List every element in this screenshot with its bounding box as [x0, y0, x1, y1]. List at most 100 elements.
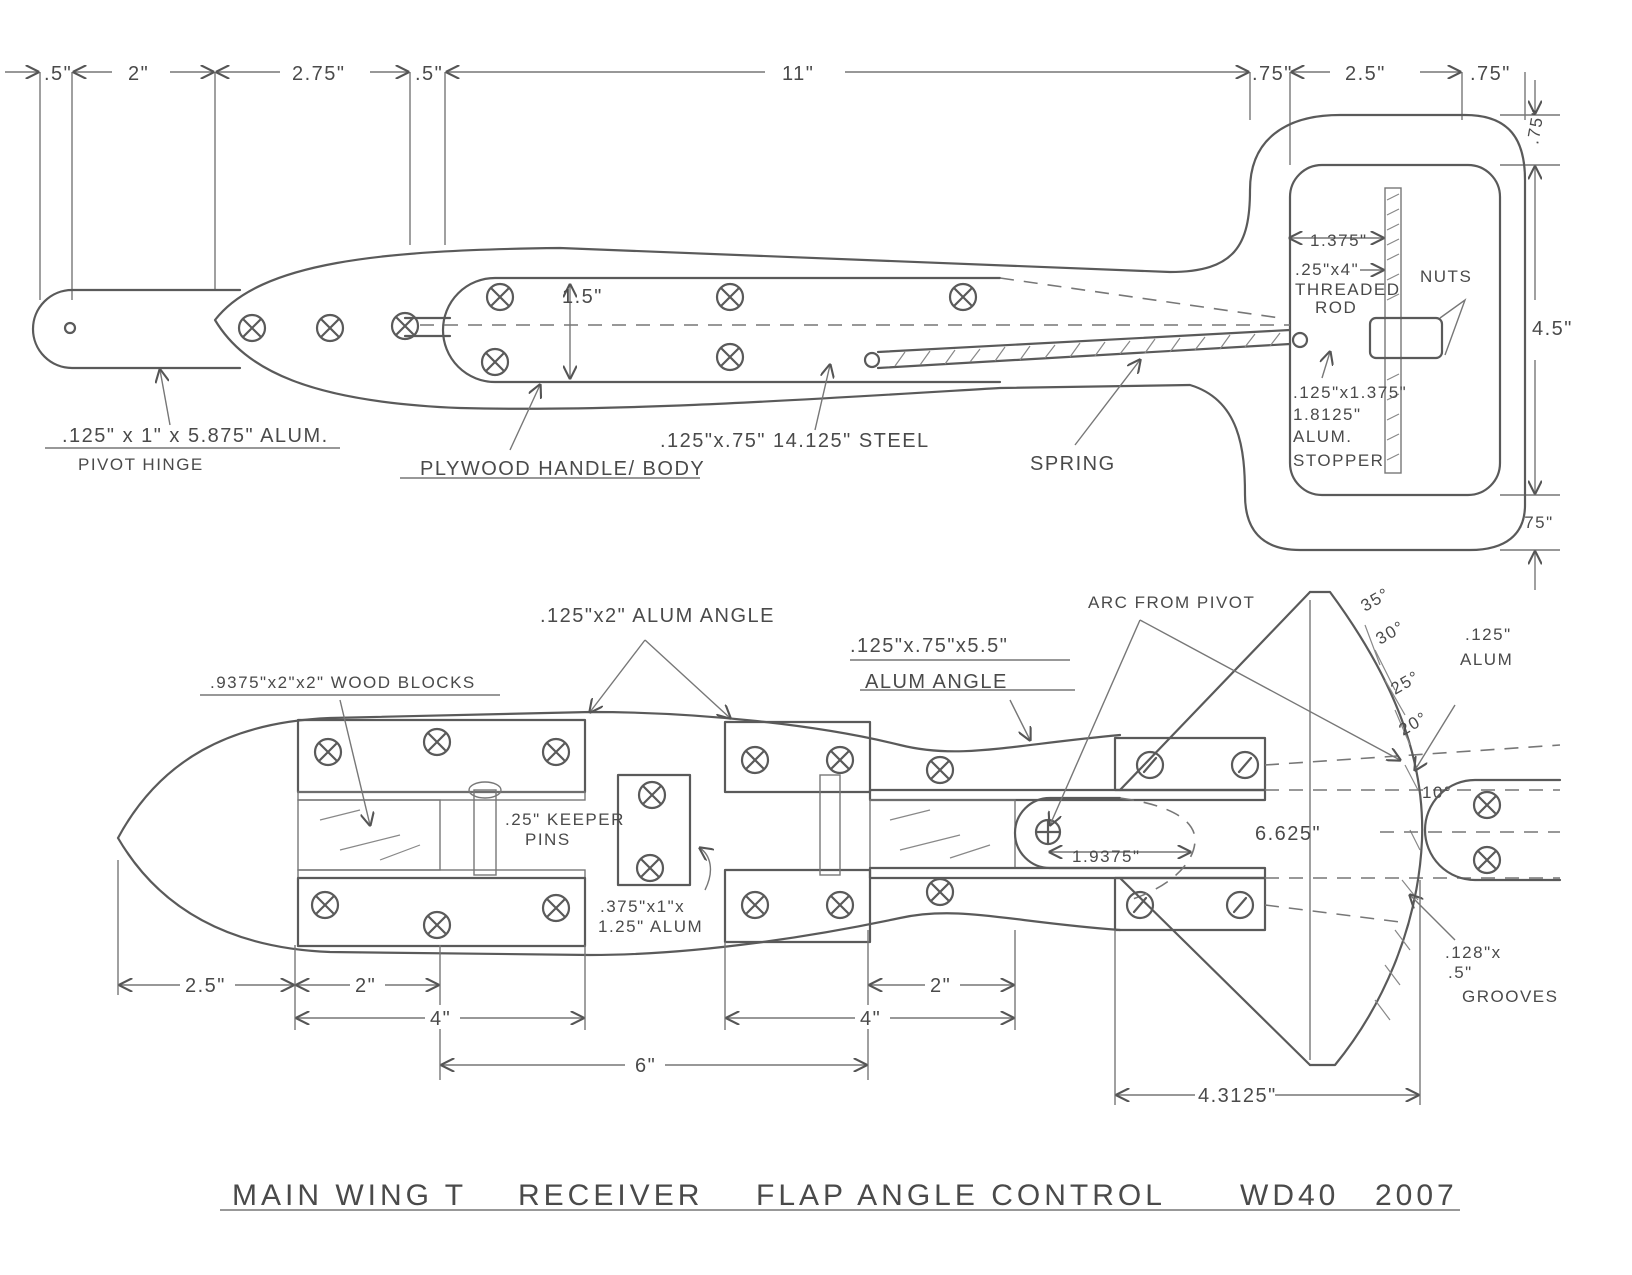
- dim-top-7: 2.5": [1345, 63, 1386, 85]
- label-alum-angle-55-2: ALUM ANGLE: [865, 671, 1008, 693]
- year: 2007: [1375, 1179, 1458, 1212]
- label-alum-125-1: .125": [1465, 625, 1512, 644]
- dim-width-1-5: 1.5": [562, 286, 603, 308]
- keeper-pin: [473, 789, 497, 876]
- label-grooves-2: .5": [1448, 963, 1473, 982]
- wood-block: [869, 799, 1016, 869]
- spring: [863, 328, 1309, 370]
- angle-35: 35°: [1358, 584, 1394, 616]
- dim-right-1: .75": [1523, 107, 1548, 145]
- label-center-block-1: .375"x1"x: [600, 897, 685, 916]
- label-arc-from-pivot: ARC FROM PIVOT: [1088, 593, 1255, 612]
- right-dimension-column: .75" 4.5" .75": [1500, 80, 1573, 590]
- alum-angle-plate: [723, 720, 872, 794]
- top-view: .5" 2" 2.75" .5" 11" .75" 2.5" .75" .75"…: [5, 63, 1573, 590]
- angle-quadrant: [1308, 590, 1424, 1067]
- screw-icon: [480, 347, 510, 377]
- bottom-view: 35° 30° 25° 20° 10° .125"x2" ALUM ANGLE …: [116, 584, 1562, 1107]
- wood-block: [297, 799, 441, 871]
- screw-icon: [1135, 750, 1165, 780]
- screw-icon: [740, 745, 770, 775]
- screw-icon: [541, 737, 571, 767]
- screw-icon: [925, 877, 955, 907]
- label-plywood-body: PLYWOOD HANDLE/ BODY: [420, 458, 705, 480]
- dim-right-2: 4.5": [1532, 318, 1573, 340]
- label-nuts: NUTS: [1420, 267, 1472, 286]
- title-part-3: FLAP ANGLE CONTROL: [756, 1179, 1166, 1212]
- plywood-handle-body: [213, 113, 1527, 552]
- dim-top-3: 2.75": [292, 63, 346, 85]
- screw-icon: [313, 737, 343, 767]
- dim-quadrant-height: 6.625": [1255, 823, 1321, 845]
- label-threaded-rod-3: ROD: [1315, 298, 1357, 317]
- alum-angle-plate: [296, 876, 587, 948]
- dim-1-375: 1.375": [1310, 231, 1368, 250]
- screw-icon: [637, 780, 667, 810]
- angle-10: 10°: [1422, 783, 1452, 802]
- flap-arm: [1423, 778, 1562, 882]
- top-dimension-row: .5" 2" 2.75" .5" 11" .75" 2.5" .75": [5, 63, 1526, 300]
- label-stopper-2: 1.8125": [1293, 405, 1362, 424]
- screw-icon: [948, 282, 978, 312]
- center-alum-block: [616, 773, 692, 887]
- label-spring: SPRING: [1030, 453, 1116, 475]
- label-stopper-1: .125"x1.375": [1293, 383, 1407, 402]
- label-alum-angle-55-1: .125"x.75"x5.5": [850, 635, 1008, 657]
- screw-icon: [1472, 845, 1502, 875]
- title-part-2: RECEIVER: [518, 1179, 703, 1212]
- screw-icon: [740, 890, 770, 920]
- angle-20: 20°: [1396, 708, 1432, 740]
- screw-icon: [541, 893, 571, 923]
- alum-angle-55: [1113, 736, 1267, 792]
- label-stopper-3: ALUM.: [1293, 427, 1352, 446]
- dim-top-1: .5": [44, 63, 72, 85]
- groove-marks: [1364, 624, 1421, 1021]
- screw-icon: [422, 727, 452, 757]
- screw-icon: [422, 910, 452, 940]
- dim-top-5: 11": [782, 63, 814, 85]
- alum-angle-plate: [723, 868, 872, 944]
- screw-icon: [485, 282, 515, 312]
- label-threaded-rod: .25"x4": [1295, 260, 1359, 279]
- label-grooves-3: GROOVES: [1462, 987, 1558, 1006]
- dim-right-3: .75": [1518, 513, 1554, 532]
- dim-4-3125: 4.3125": [1198, 1085, 1277, 1107]
- screw-icon: [715, 282, 745, 312]
- label-steel: .125"x.75" 14.125" STEEL: [660, 430, 930, 452]
- dim-top-6: .75": [1252, 63, 1293, 85]
- angle-30: 30°: [1373, 617, 1409, 649]
- alum-angle-55: [1113, 876, 1267, 932]
- dim-4-right: 4": [860, 1008, 881, 1030]
- label-pivot-hinge-1: .125" x 1" x 5.875" ALUM.: [62, 425, 329, 447]
- label-keeper-pins-2: PINS: [525, 830, 571, 849]
- screw-icon: [310, 890, 340, 920]
- label-grooves-1: .128"x: [1445, 943, 1502, 962]
- screw-icon: [1472, 790, 1502, 820]
- screw-icon: [825, 890, 855, 920]
- screw-icon: [635, 853, 665, 883]
- dim-2-left: 2": [355, 975, 376, 997]
- screw-icon: [825, 745, 855, 775]
- label-keeper-pins-1: .25" KEEPER: [505, 810, 625, 829]
- screw-icon: [925, 755, 955, 785]
- title-block: MAIN WING T RECEIVER FLAP ANGLE CONTROL …: [220, 1179, 1460, 1212]
- threaded-rod: [1384, 187, 1402, 474]
- author: WD40: [1240, 1179, 1339, 1212]
- dim-4-left: 4": [430, 1008, 451, 1030]
- dim-top-2: 2": [128, 63, 149, 85]
- dim-top-4: .5": [415, 63, 443, 85]
- dim-6: 6": [635, 1055, 656, 1077]
- steel-bar: [441, 276, 1002, 384]
- screw-icon: [237, 313, 267, 343]
- pivot-hinge: [31, 288, 242, 370]
- screw-icon: [1230, 750, 1260, 780]
- bottom-dimension-lines: 2.5" 2" 2" 4" 4" 6" 4.3125": [117, 860, 1421, 1107]
- label-wood-blocks: .9375"x2"x2" WOOD BLOCKS: [210, 673, 476, 692]
- title-part-1: MAIN WING T: [232, 1179, 467, 1212]
- label-threaded-rod-2: THREADED: [1295, 280, 1401, 299]
- label-stopper-4: STOPPER: [1293, 451, 1384, 470]
- label-alum-angle-2: .125"x2" ALUM ANGLE: [540, 605, 775, 627]
- screw-icon: [315, 313, 345, 343]
- screw-icon: [715, 342, 745, 372]
